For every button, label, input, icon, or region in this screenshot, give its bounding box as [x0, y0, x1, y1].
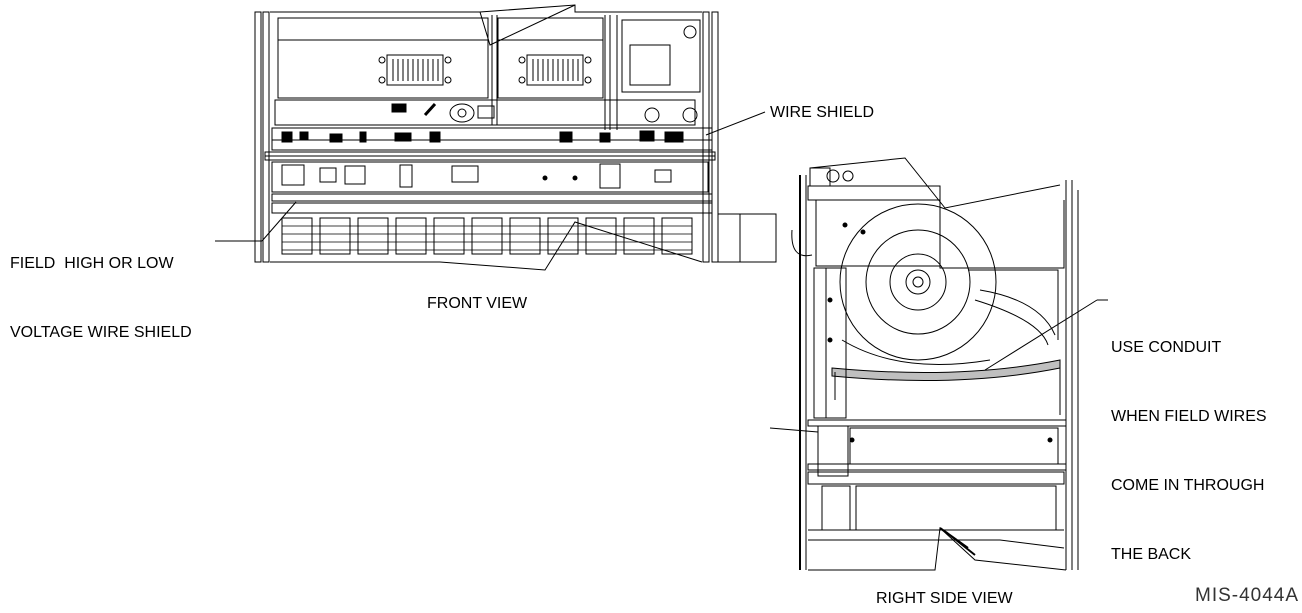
- use-conduit-label: USE CONDUIT WHEN FIELD WIRES COME IN THR…: [1111, 290, 1267, 589]
- front-view-drawing: [254, 4, 777, 271]
- conduit: [831, 359, 1061, 381]
- use-conduit-line-4: THE BACK: [1111, 546, 1192, 563]
- use-conduit-line-3: COME IN THROUGH: [1111, 477, 1265, 494]
- drawing-code: MIS-4044A: [1195, 585, 1300, 606]
- field-wire-shield-line-1: FIELD HIGH OR LOW: [10, 255, 174, 272]
- field-wire-shield-line-2: VOLTAGE WIRE SHIELD: [10, 324, 192, 341]
- blower-wheel: [839, 203, 997, 365]
- right-blower-grille: [518, 54, 592, 86]
- right-side-view-drawing: [769, 157, 1079, 571]
- wire-shield-label: WIRE SHIELD: [770, 104, 875, 121]
- front-view-caption: FRONT VIEW: [427, 295, 528, 312]
- use-conduit-line-2: WHEN FIELD WIRES: [1111, 408, 1267, 425]
- left-blower-grille: [378, 54, 452, 86]
- front-louvers: [281, 217, 693, 255]
- use-conduit-line-1: USE CONDUIT: [1111, 339, 1222, 356]
- leader-lines: [215, 111, 1108, 371]
- right-side-view-caption: RIGHT SIDE VIEW: [876, 590, 1013, 607]
- field-wire-shield-label: FIELD HIGH OR LOW VOLTAGE WIRE SHIELD: [10, 206, 192, 367]
